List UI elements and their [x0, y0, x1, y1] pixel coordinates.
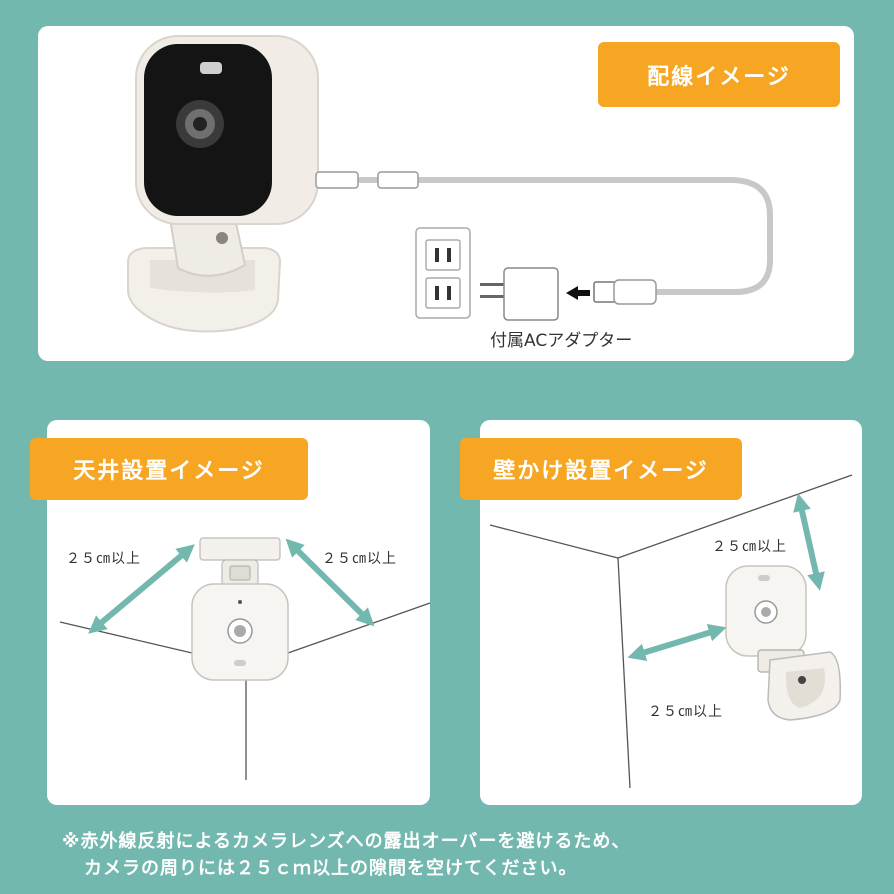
distance-label-left: ２５㎝以上	[66, 551, 141, 567]
footnote: ※赤外線反射によるカメラレンズへの露出オーバーを避けるため、 カメラの周りには２…	[62, 828, 862, 882]
double-arrow-icon	[88, 538, 375, 634]
room-lines	[489, 474, 853, 789]
distance-label-top: ２５㎝以上	[712, 539, 787, 555]
adapter-label: 付属ACアダプター	[490, 331, 632, 351]
power-outlet-icon	[415, 227, 471, 319]
usb-plug-icon	[315, 171, 657, 305]
wall-title: 壁かけ設置イメージ	[493, 459, 709, 484]
ceiling-title-badge: 天井設置イメージ	[30, 438, 308, 500]
arrow-left-icon	[566, 286, 590, 300]
footnote-line-1: ※赤外線反射によるカメラレンズへの露出オーバーを避けるため、	[62, 831, 631, 852]
ac-adapter-icon	[480, 267, 559, 321]
wiring-title-badge: 配線イメージ	[598, 42, 840, 107]
camera-icon	[191, 537, 289, 681]
distance-label-right: ２５㎝以上	[322, 551, 397, 567]
camera-icon	[725, 565, 842, 721]
room-lines	[59, 602, 431, 780]
double-arrow-icon	[627, 493, 825, 661]
footnote-line-2: カメラの周りには２５ｃｍ以上の隙間を空けてください。	[84, 858, 578, 879]
ceiling-title: 天井設置イメージ	[73, 459, 265, 484]
distance-label-bottom: ２５㎝以上	[648, 704, 723, 720]
cable	[357, 177, 773, 295]
camera-icon	[127, 35, 319, 333]
wiring-title: 配線イメージ	[647, 64, 791, 90]
wall-title-badge: 壁かけ設置イメージ	[460, 438, 742, 500]
